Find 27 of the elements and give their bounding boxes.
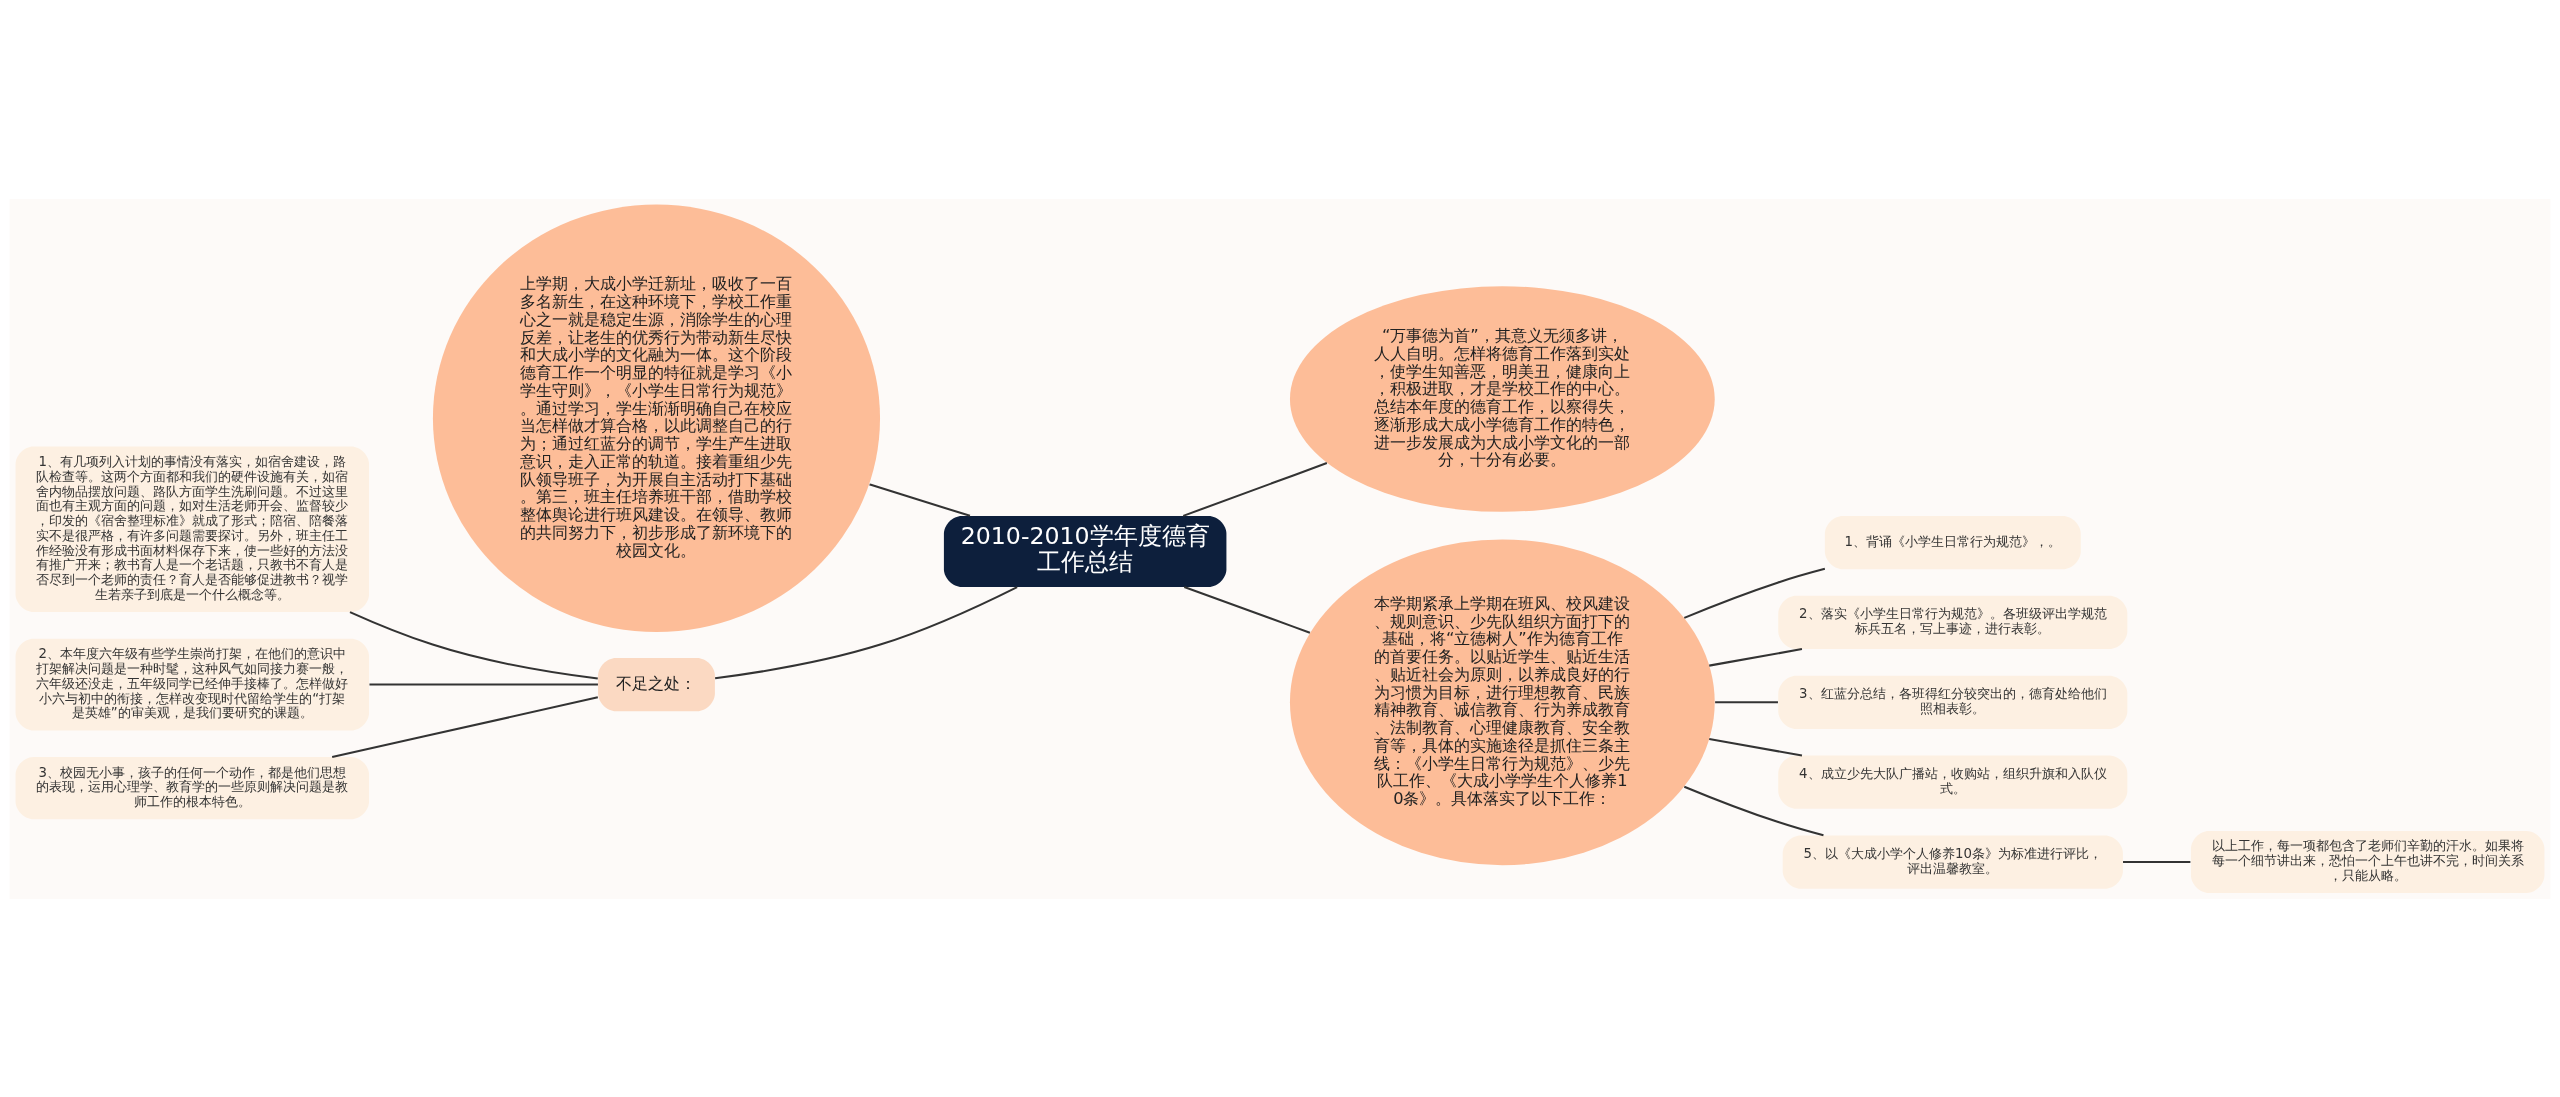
node-box: 4、成立少先大队广播站，收购站，组织升旗和入队仪式。 <box>1778 755 2128 809</box>
connector <box>1709 647 1803 667</box>
connector <box>1715 700 1778 703</box>
connector <box>869 482 971 517</box>
connector <box>1183 585 1311 634</box>
connector <box>714 585 1018 679</box>
connector <box>2123 860 2191 863</box>
node-box: 2010-2010学年度德育工作总结 <box>943 515 1227 587</box>
connector <box>369 683 598 686</box>
node-box: 2、落实《小学生日常行为规范》。各班级评出学规范标兵五名，写上事迹，进行表彰。 <box>1778 595 2128 649</box>
connector <box>349 610 598 680</box>
connector <box>1182 461 1328 517</box>
node-box: 2、本年度六年级有些学生崇尚打架，在他们的意识中打架解决问题是一种时髦，这种风气如同接力赛一般，六年级还没走，五年级同学已经伸手接棒了。怎样做好小六与初中的衔接，怎样改变现时代留给学生的“打架是英雄”的审美观，是我们要研究的课题。 <box>15 638 370 730</box>
node-box: 3、校园无小事，孩子的任何一个动作，都是他们思想的表现，运用心理学、教育学的一些原则解决问题是教师工作的根本特色。 <box>15 756 370 819</box>
node-box: 3、红蓝分总结，各班得红分较突出的，德育处给他们照相表彰。 <box>1778 675 2128 729</box>
connector <box>1683 567 1826 619</box>
connector <box>1709 737 1803 756</box>
node-ellipse: 本学期紧承上学期在班风、校风建设、规则意识、少先队组织方面打下的基础，将“立德树人”作为德育工作的首要任务。以贴近学生、贴近生活、贴近社会为原则，以养成良好的行为习惯为目标，进行理想教育、民族精神教育、诚信教育、行为养成教育、法制教育、心理健康教育、安全教育等，具体的实施途径是抓住三条主线：《小学生日常行为规范》、少先队工作、《大成小学学生个人修养10条》。具体落实了以下工作： <box>1289 538 1715 865</box>
node-box: 1、背诵《小学生日常行为规范》，。 <box>1824 515 2081 569</box>
connector <box>1683 785 1824 836</box>
node-box: 以上工作，每一项都包含了老师们辛勤的汗水。如果将每一个细节讲出来，恐怕一个上午也讲不完，时间关系，只能从略。 <box>2190 830 2545 893</box>
node-ellipse: “万事德为首”，其意义无须多讲，人人自明。怎样将德育工作落到实处，使学生知善恶，明美丑，健康向上，积极进取，才是学校工作的中心。总结本年度的德育工作，以察得失，逐渐形成大成小学德育工作的特色，进一步发展成为大成小学文化的一部分，十分有必要。 <box>1289 285 1715 512</box>
node-box: 5、以《大成小学个人修养10条》为标准进行评比，评出温馨教室。 <box>1782 834 2123 889</box>
node-box: 不足之处： <box>598 657 715 711</box>
node-circle: 上学期，大成小学迁新址，吸收了一百多名新生，在这种环境下，学校工作重心之一就是稳定生源，消除学生的心理反差，让老生的优秀行为带动新生尽快和大成小学的文化融为一体。这个阶段德育工作一个明显的特征就是学习《小学生守则》，《小学生日常行为规范》。通过学习，学生渐渐明确自己在校应当怎样做才算合格，以此调整自己的行为；通过红蓝分的调节，学生产生进取意识，走入正常的轨道。接着重组少先队领导班子，为开展自主活动打下基础。第三，班主任培养班干部，借助学校整体舆论进行班风建设。在领导、教师的共同努力下，初步形成了新环境下的校园文化。 <box>432 204 881 632</box>
node-box: 1、有几项列入计划的事情没有落实，如宿舍建设，路队检查等。这两个方面都和我们的硬件设施有关，如宿舍内物品摆放问题、路队方面学生洗刷问题。不过这里面也有主观方面的问题，如对生活老师开会、监督较少，印发的《宿舍整理标准》就成了形式；陪宿、陪餐落实不是很严格，有许多问题需要探讨。另外，班主任工作经验没有形成书面材料保存下来，使一些好的方法没有推广开来；教书育人是一个老话题，只教书不育人是否尽到一个老师的责任？育人是否能够促进教书？视学生若亲子到底是一个什么概念等。 <box>15 445 370 612</box>
connector <box>331 695 599 758</box>
